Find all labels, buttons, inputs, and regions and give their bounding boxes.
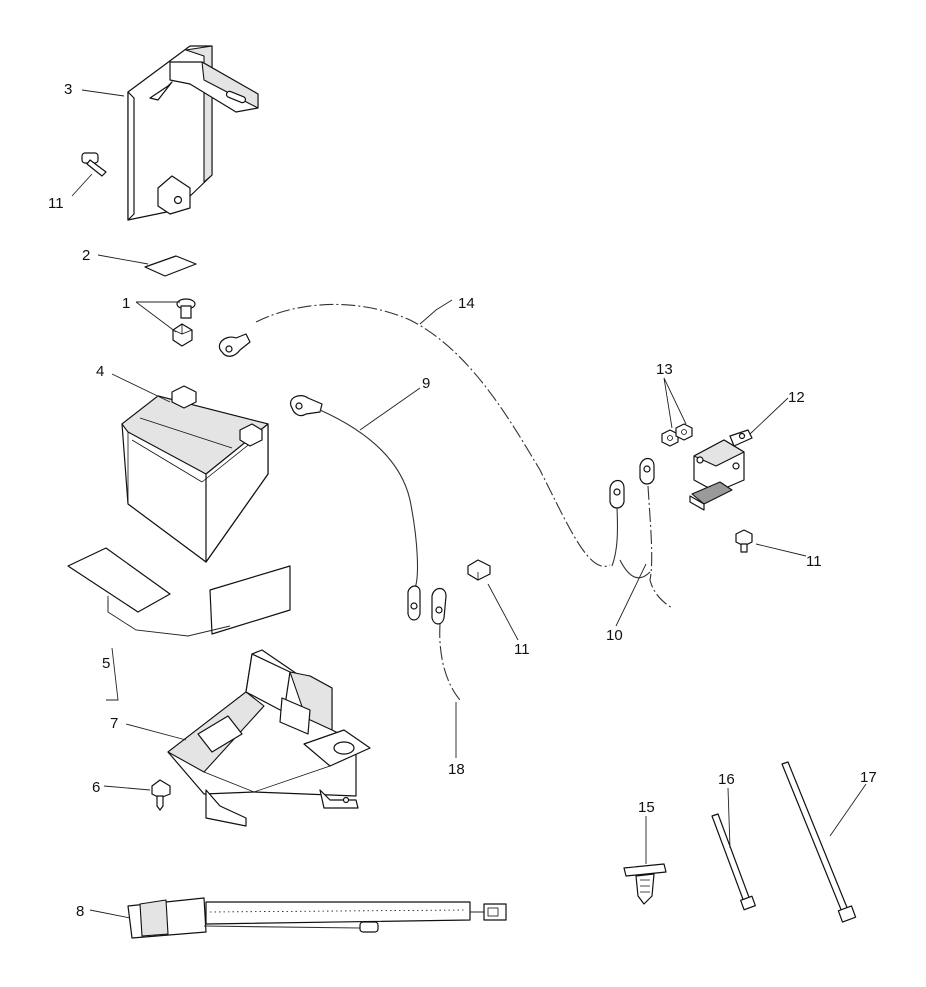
callout-13: 13 (656, 361, 673, 378)
part-11-screw-top (81, 152, 107, 177)
part-2-pad (144, 255, 197, 277)
part-10-cable-pair (609, 457, 673, 609)
callout-7: 7 (110, 715, 118, 732)
callout-5: 5 (102, 655, 110, 672)
part-9-cable (290, 395, 421, 621)
callout-9: 9 (422, 375, 430, 392)
callout-16: 16 (718, 771, 735, 788)
part-1-bolt-and-nut (172, 298, 196, 347)
callout-15: 15 (638, 799, 655, 816)
part-11-screw-middle (467, 559, 491, 581)
callout-2: 2 (82, 247, 90, 264)
callout-11-top: 11 (48, 195, 64, 212)
leader-lines (71, 89, 867, 919)
part-3-hold-down-bracket (127, 45, 259, 221)
callout-11-right: 11 (806, 553, 822, 570)
callout-17: 17 (860, 769, 877, 786)
callout-18: 18 (448, 761, 465, 778)
part-14-cable (218, 303, 611, 567)
callout-1: 1 (122, 295, 130, 312)
callout-6: 6 (92, 779, 100, 796)
callout-4: 4 (96, 363, 104, 380)
part-11-screw-right (735, 529, 753, 553)
callout-3: 3 (64, 81, 72, 98)
part-13-nuts (661, 423, 693, 447)
callout-12: 12 (788, 389, 805, 406)
part-12-solenoid (689, 429, 753, 511)
callout-labels: 3 11 2 1 4 14 9 13 12 11 10 11 5 7 18 6 … (48, 81, 877, 920)
part-8-harness (127, 897, 507, 939)
callout-10: 10 (606, 627, 623, 644)
part-4-battery (121, 385, 269, 563)
part-16-cable-tie (711, 813, 756, 911)
part-18-cable (431, 587, 461, 701)
part-6-screw (151, 779, 171, 811)
part-15-push-clip (623, 863, 667, 905)
part-17-cable-tie (781, 761, 857, 923)
part-7-battery-tray (167, 649, 371, 827)
callout-11-middle: 11 (514, 641, 530, 658)
part-5-pads (67, 547, 291, 635)
callout-14: 14 (458, 295, 475, 312)
callout-8: 8 (76, 903, 84, 920)
